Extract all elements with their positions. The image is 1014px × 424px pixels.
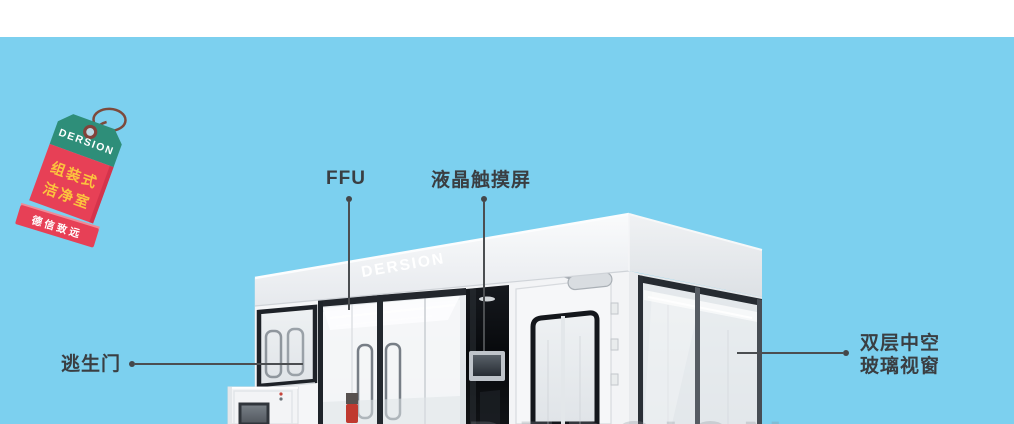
pass-box-window	[238, 402, 270, 424]
glass-mullion	[377, 295, 383, 424]
callout-ffu-dot	[346, 196, 352, 202]
callout-double-glass-window-line	[737, 352, 843, 354]
door-closer	[547, 269, 613, 291]
glass-mullion	[318, 300, 323, 424]
glass-mullion	[638, 275, 643, 424]
callout-escape-door-dot	[129, 361, 135, 367]
callout-double-glass-window-label: 双层中空 玻璃视窗	[860, 332, 940, 378]
callout-ffu-label: FFU	[326, 168, 366, 189]
main-door-section	[509, 269, 629, 424]
pass-box	[227, 386, 299, 424]
pass-box-indicator	[279, 397, 283, 401]
top-white-bar	[0, 0, 1014, 37]
ceiling-light-strip	[329, 304, 456, 319]
callout-double-glass-window-dot	[843, 350, 849, 356]
tag-header	[49, 114, 122, 168]
interior-ceiling-light	[479, 296, 495, 302]
callout-lcd-touchscreen-line	[483, 201, 485, 351]
callout-lcd-touchscreen-label: 液晶触摸屏	[431, 170, 532, 191]
promo-tag: 德信致远 DERSION 组装式 洁净室	[15, 107, 127, 248]
door-hinge	[610, 373, 619, 386]
corner-post	[629, 271, 638, 424]
interior-door-handle	[264, 329, 283, 379]
door-hinge	[610, 338, 619, 351]
callout-double-glass-window-line1: 双层中空	[860, 333, 941, 354]
callout-escape-door-label: 逃生门	[61, 354, 122, 375]
roof-fascia-side	[628, 213, 763, 297]
glass-reflection	[644, 292, 700, 424]
door-hinge	[610, 302, 619, 315]
glass-wall-side	[638, 273, 762, 424]
pass-box-door	[233, 390, 293, 424]
tag-body	[29, 143, 114, 224]
callout-ffu-line	[348, 201, 350, 310]
callout-lcd-touchscreen-dot	[481, 196, 487, 202]
roof-edge	[254, 212, 630, 280]
tag-grommet	[83, 124, 98, 140]
pass-box-indicator	[279, 392, 283, 396]
glass-wall-front	[318, 288, 466, 424]
interior-door-handle	[286, 327, 305, 377]
glass-mullion	[757, 299, 762, 424]
glass-mullion	[695, 287, 700, 424]
callout-double-glass-window-line2: 玻璃视窗	[860, 356, 941, 377]
sanitizer-dispenser	[346, 393, 358, 423]
glass-top-frame	[318, 288, 466, 307]
callout-escape-door-line	[135, 363, 303, 365]
control-column	[466, 285, 509, 424]
cleanroom-building: DERSION DERSION	[227, 212, 792, 424]
floor-watermark: DERSION	[467, 409, 792, 424]
lcd-touchscreen-display	[473, 355, 501, 376]
